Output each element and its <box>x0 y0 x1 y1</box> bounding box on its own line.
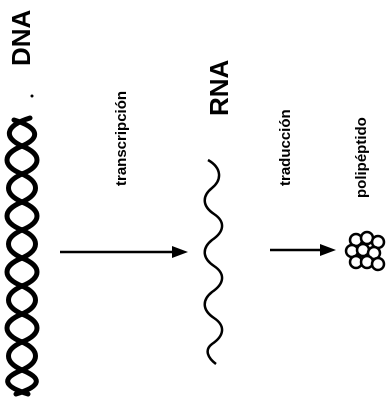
rna-strand <box>203 158 224 365</box>
translation-arrow <box>270 244 336 256</box>
dna-double-helix <box>4 115 40 397</box>
rna-label: RNA <box>204 59 234 116</box>
transcription-label: transcripción <box>113 90 130 186</box>
dna-label: DNA <box>6 9 36 66</box>
polypeptide-label: polipéptido <box>353 117 370 198</box>
translation-label: traducción <box>277 109 294 186</box>
transcription-arrow <box>60 246 188 258</box>
speck <box>30 94 34 98</box>
polypeptide-icon <box>344 230 386 272</box>
dna-strand-2 <box>4 117 38 397</box>
